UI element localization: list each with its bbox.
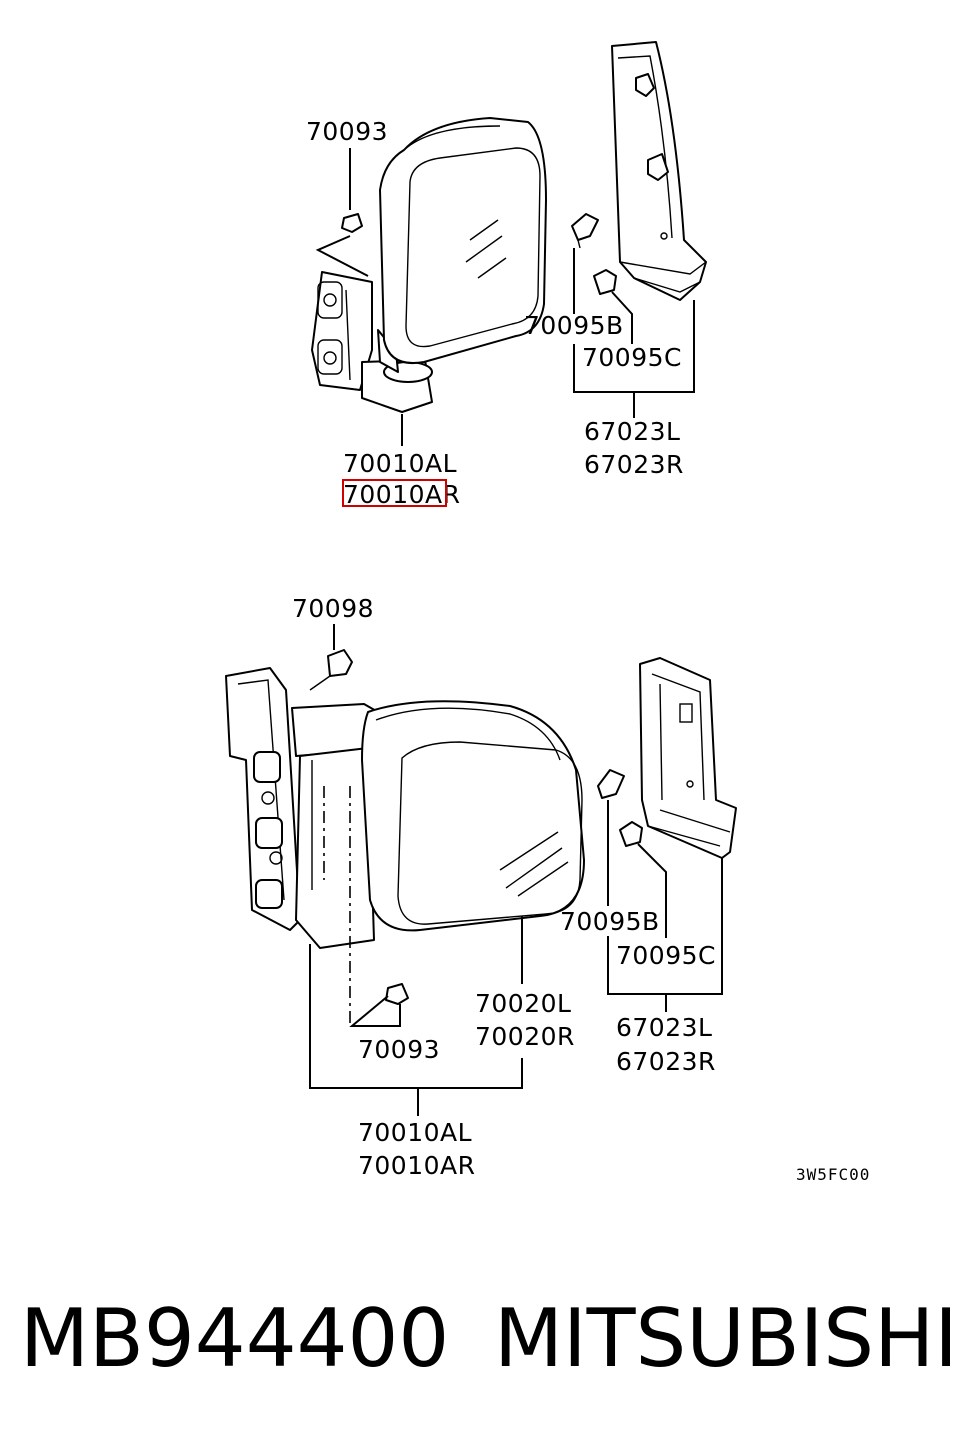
top-label-cover-r: 67023R xyxy=(584,450,684,479)
bottom-clip-70095b xyxy=(597,769,625,799)
top-label-clip-c: 70095C xyxy=(582,343,682,372)
bottom-mirror-bracket-plate xyxy=(225,667,301,931)
top-figure: 70093 70010AL 70010AR 70095B 70095C xyxy=(306,41,707,509)
bottom-mirror-arm xyxy=(291,703,379,949)
bottom-mirror-housing xyxy=(361,700,585,932)
bottom-label-cover-l: 67023L xyxy=(616,1013,712,1042)
top-label-mirror-assy-l: 70010AL xyxy=(343,449,457,478)
bottom-clip-70095c xyxy=(619,821,643,847)
bottom-label-assy-r: 70010AR xyxy=(358,1151,476,1180)
bottom-label-cover-r: 67023R xyxy=(616,1047,716,1076)
bottom-leader-assy-bracket xyxy=(309,944,523,1089)
bottom-label-bolt: 70098 xyxy=(292,594,374,623)
top-mirror-head xyxy=(379,117,547,364)
bottom-figure: 70098 70093 70020L 70020R 70010AL 70010A… xyxy=(225,594,737,1180)
bottom-door-cover xyxy=(639,657,737,859)
top-screw-70093 xyxy=(315,148,369,277)
diagram-code: 3W5FC00 xyxy=(796,1165,870,1184)
top-label-mirror-assy-r[interactable]: 70010AR xyxy=(343,480,461,509)
bottom-bolt-70098 xyxy=(309,649,353,691)
top-leader-clip-c xyxy=(611,291,633,344)
highlight-box xyxy=(342,479,447,507)
bottom-label-assy-l: 70010AL xyxy=(358,1118,472,1147)
top-door-cover xyxy=(611,41,707,301)
bottom-leader-screw xyxy=(349,995,401,1027)
bottom-label-clip-b: 70095B xyxy=(560,907,660,936)
bottom-label-clip-c: 70095C xyxy=(616,941,716,970)
top-label-clip-b: 70095B xyxy=(524,311,624,340)
top-clip-70095c xyxy=(593,269,617,295)
top-mirror-arm xyxy=(361,329,433,413)
bottom-leader-clip-c xyxy=(637,843,667,938)
footer-part-number: MB944400 xyxy=(20,1292,449,1385)
top-mirror-base-plate xyxy=(311,271,373,391)
top-label-screw: 70093 xyxy=(306,117,388,146)
bottom-label-glass-l: 70020L xyxy=(475,989,571,1018)
top-label-cover-l: 67023L xyxy=(584,417,680,446)
bottom-label-glass-r: 70020R xyxy=(475,1022,575,1051)
top-clip-70095b xyxy=(571,213,599,249)
footer-brand: MITSUBISHI xyxy=(494,1292,958,1385)
bottom-screw-70093 xyxy=(385,983,409,1005)
bottom-label-screw: 70093 xyxy=(358,1035,440,1064)
